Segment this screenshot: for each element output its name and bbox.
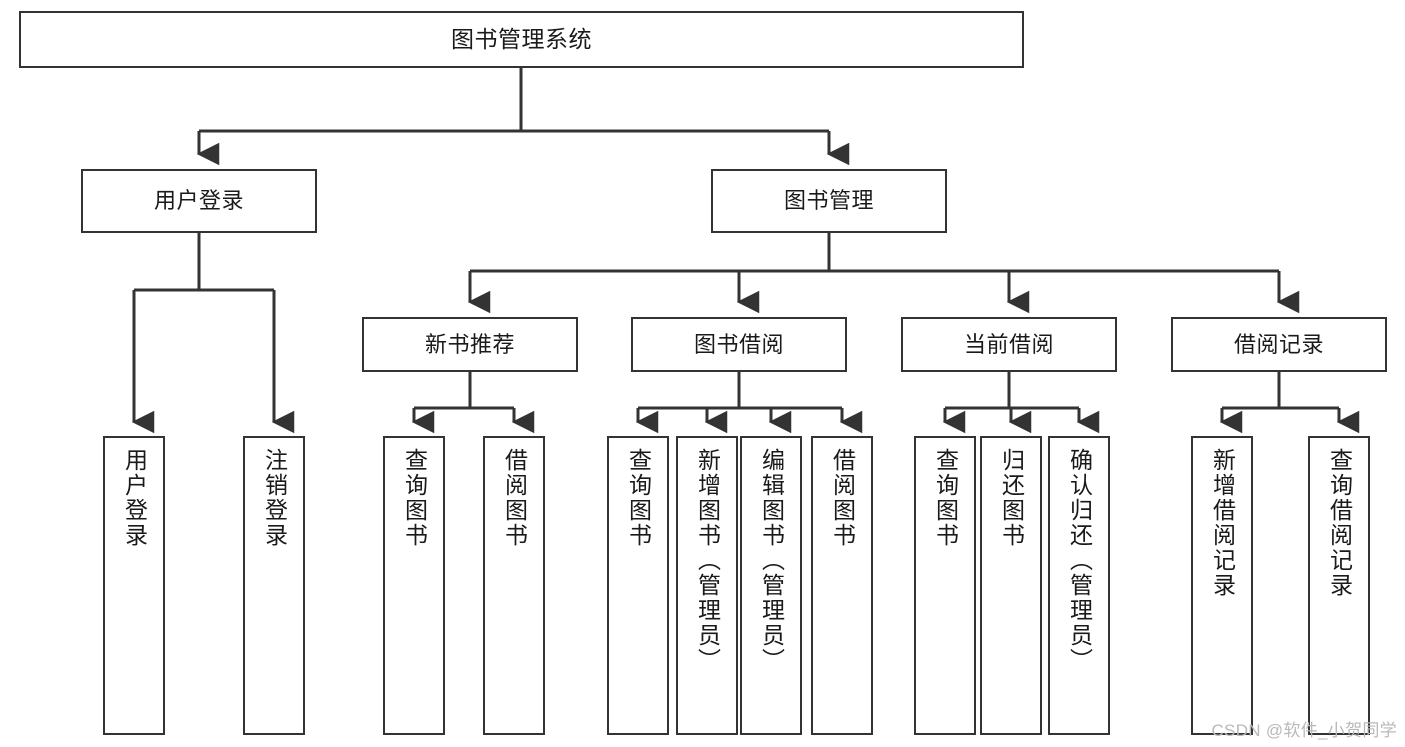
node-label: 新增图书（管理员） <box>694 448 721 673</box>
node-label: 当前借阅 <box>963 331 1054 357</box>
node-label: 查询图书 <box>625 448 652 548</box>
watermark-text: CSDN @软件_小贺同学 <box>1211 721 1397 740</box>
node-label: 新增借阅记录 <box>1209 448 1236 598</box>
node-label: 借阅图书 <box>829 448 856 548</box>
node-book-borrow[interactable]: 图书借阅 <box>631 317 847 372</box>
node-label: 归还图书 <box>998 448 1025 548</box>
leaf-query-book-current[interactable]: 查询图书 <box>914 436 976 735</box>
node-label: 图书管理系统 <box>451 25 592 52</box>
leaf-logout[interactable]: 注销登录 <box>243 436 305 735</box>
node-root-system[interactable]: 图书管理系统 <box>19 11 1024 68</box>
leaf-query-borrow-record[interactable]: 查询借阅记录 <box>1308 436 1370 735</box>
node-current-borrow[interactable]: 当前借阅 <box>901 317 1117 372</box>
node-label: 用户登录 <box>121 448 148 548</box>
node-new-book-recommend[interactable]: 新书推荐 <box>362 317 578 372</box>
node-user-login[interactable]: 用户登录 <box>81 169 317 233</box>
node-label: 编辑图书（管理员） <box>758 448 785 673</box>
leaf-confirm-return-admin[interactable]: 确认归还（管理员） <box>1048 436 1110 735</box>
leaf-add-borrow-record[interactable]: 新增借阅记录 <box>1191 436 1253 735</box>
node-label: 图书借阅 <box>693 331 784 357</box>
node-label: 查询图书 <box>401 448 428 548</box>
leaf-edit-book-admin[interactable]: 编辑图书（管理员） <box>740 436 802 735</box>
node-label: 新书推荐 <box>424 331 515 357</box>
node-borrow-record[interactable]: 借阅记录 <box>1171 317 1387 372</box>
node-label: 确认归还（管理员） <box>1066 448 1093 673</box>
node-label: 借阅记录 <box>1233 331 1324 357</box>
node-label: 查询借阅记录 <box>1326 448 1353 598</box>
node-label: 查询图书 <box>932 448 959 548</box>
leaf-return-book[interactable]: 归还图书 <box>980 436 1042 735</box>
node-label: 图书管理 <box>783 188 874 214</box>
leaf-user-login[interactable]: 用户登录 <box>103 436 165 735</box>
node-label: 注销登录 <box>261 448 288 548</box>
leaf-query-book-borrow[interactable]: 查询图书 <box>607 436 669 735</box>
leaf-borrow-book[interactable]: 借阅图书 <box>811 436 873 735</box>
leaf-borrow-book-recommend[interactable]: 借阅图书 <box>483 436 545 735</box>
node-label: 用户登录 <box>153 188 244 214</box>
node-book-management[interactable]: 图书管理 <box>711 169 947 233</box>
node-label: 借阅图书 <box>501 448 528 548</box>
leaf-query-book-recommend[interactable]: 查询图书 <box>383 436 445 735</box>
leaf-add-book-admin[interactable]: 新增图书（管理员） <box>676 436 738 735</box>
